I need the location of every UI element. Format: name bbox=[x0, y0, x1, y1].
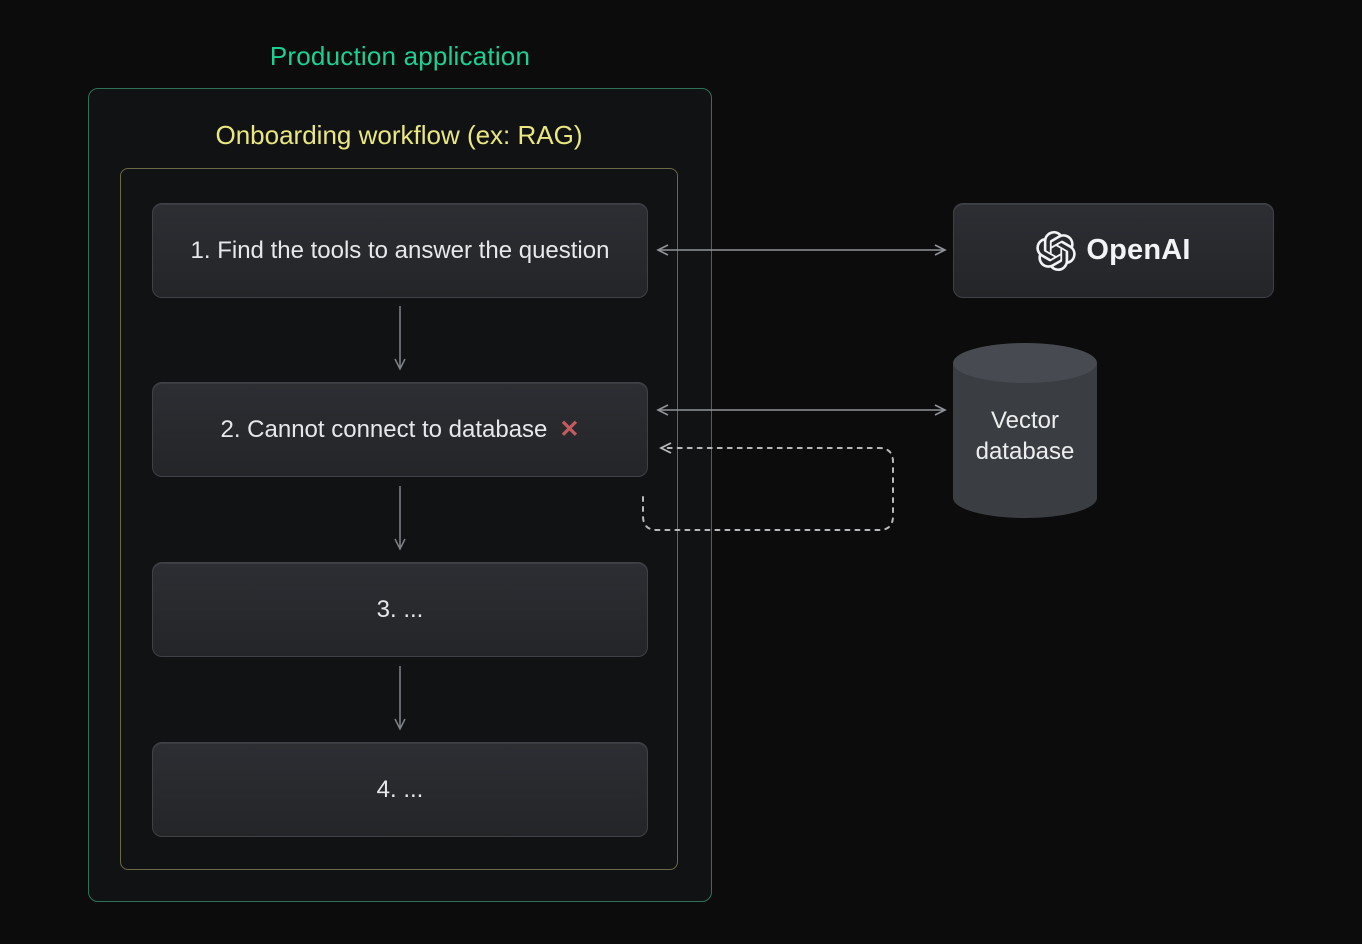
step-3-label: 3. ... bbox=[376, 595, 424, 623]
step-1-node: 1. Find the tools to answer the question bbox=[152, 203, 648, 298]
step-4-node: 4. ... bbox=[152, 742, 648, 837]
database-cylinder-icon bbox=[953, 343, 1097, 518]
openai-logo-icon bbox=[1036, 230, 1077, 271]
openai-label: OpenAI bbox=[1086, 234, 1191, 266]
vector-database-label: Vector database bbox=[975, 407, 1075, 465]
step-1-label: 1. Find the tools to answer the question bbox=[190, 236, 610, 264]
onboarding-workflow-title: Onboarding workflow (ex: RAG) bbox=[215, 120, 583, 150]
production-application-title: Production application bbox=[269, 41, 531, 71]
step-2-node: 2. Cannot connect to database ✕ bbox=[152, 382, 648, 477]
step-3-node: 3. ... bbox=[152, 562, 648, 657]
step-4-label: 4. ... bbox=[376, 775, 424, 803]
error-x-icon: ✕ bbox=[559, 416, 580, 443]
openai-node: OpenAI bbox=[953, 203, 1274, 298]
step-2-label: 2. Cannot connect to database bbox=[220, 415, 548, 443]
